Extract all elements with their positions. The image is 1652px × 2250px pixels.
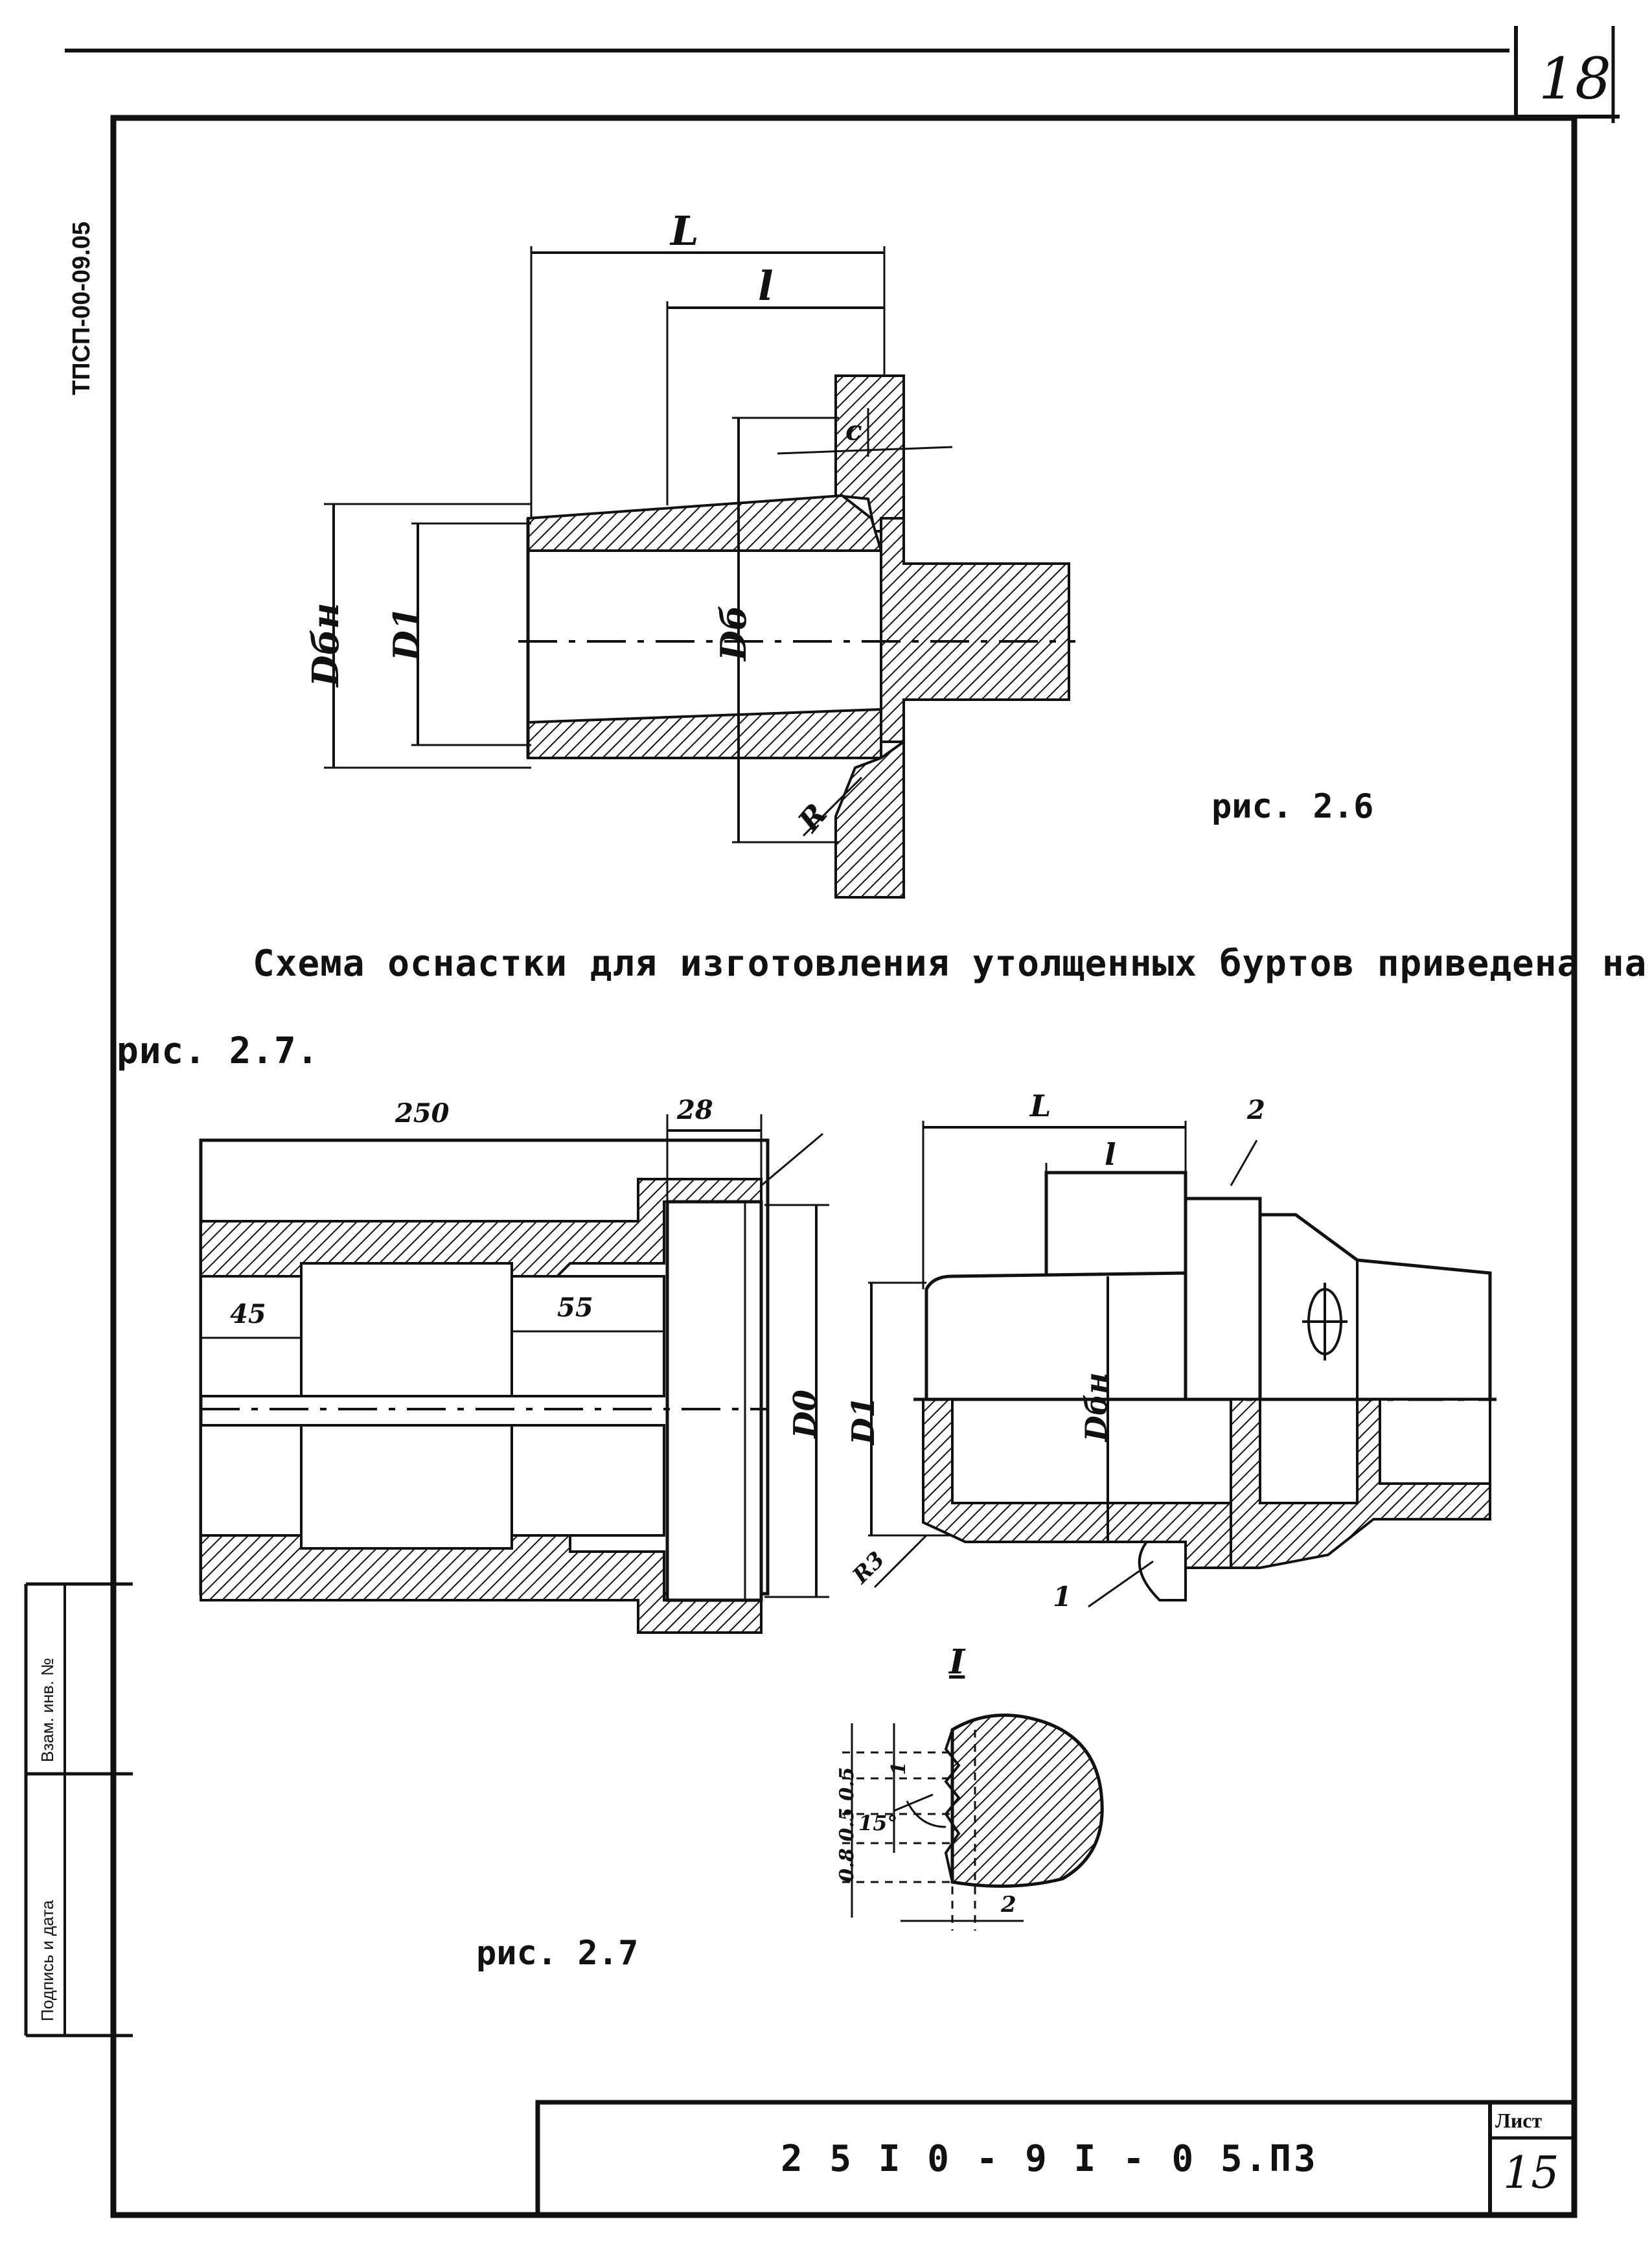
detail-i-drawing (842, 1714, 1104, 1931)
fig27-leader-2: 2 (1247, 1095, 1265, 1125)
figure-2-7-right-drawing (868, 1121, 1497, 1608)
detail-angle: 15° (858, 1811, 898, 1835)
fig27-dim-Dbn: Dбн (1079, 1372, 1114, 1441)
paragraph-line-1: Схема оснастки для изготовления утолщенн… (253, 943, 1647, 985)
fig26-dim-L: L (671, 207, 699, 255)
fig26-dim-Db: Dб (713, 605, 754, 661)
fig27-dim-250: 250 (395, 1098, 450, 1129)
fig27-leader-1: 1 (1053, 1581, 1072, 1613)
figure-2-7-left-drawing (199, 1114, 829, 1634)
sheet-number-top: 18 (1539, 45, 1611, 112)
fig27-dim-28: 28 (677, 1095, 713, 1125)
fig27-dim-D1: D1 (845, 1395, 882, 1445)
figure-2-6-caption: рис. 2.6 (1211, 787, 1374, 826)
fig26-dim-l: l (758, 262, 774, 310)
figure-2-7-caption: рис. 2.7 (476, 1934, 639, 1973)
fig26-dim-c: c (845, 415, 862, 446)
detail-dim-2: 2 (1001, 1892, 1016, 1918)
stamp-field-replacement-inventory: Взам. инв. № (38, 1657, 57, 1762)
fig27-dim-45: 45 (230, 1299, 266, 1329)
title-block-sheet-label: Лист (1495, 2109, 1543, 2132)
figure-2-6-drawing (324, 246, 1075, 899)
fig27-dim-55: 55 (557, 1292, 593, 1323)
document-code-side: ТПСП-00-09.05 (68, 222, 95, 395)
fig27-dim-D0: D0 (787, 1389, 823, 1438)
detail-dim-1: 1 (888, 1762, 910, 1775)
detail-dims-left: 0.8 0.5 0.5 (836, 1767, 858, 1882)
fig27-dim-l: l (1105, 1137, 1116, 1172)
fig26-dim-D1: D1 (385, 606, 427, 661)
fig26-dim-Dbn: Dбн (304, 603, 347, 687)
paragraph-line-2: рис. 2.7. (117, 1030, 319, 1072)
detail-label: I (949, 1642, 965, 1682)
fig27-dim-L: L (1030, 1088, 1051, 1123)
stamp-field-signature-date: Подпись и дата (38, 1900, 57, 2021)
title-block-code: 2 5 I 0 - 9 I - 0 5.ПЗ (781, 2138, 1318, 2180)
title-block-sheet-number: 15 (1503, 2148, 1559, 2199)
